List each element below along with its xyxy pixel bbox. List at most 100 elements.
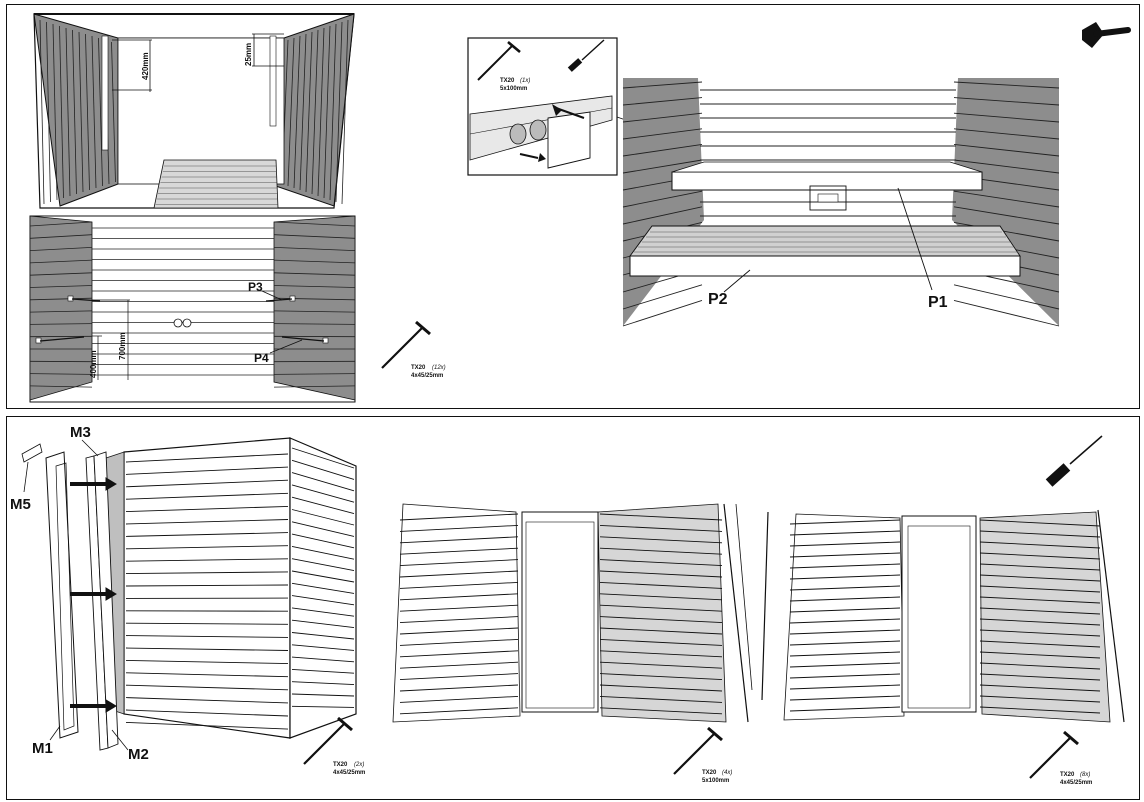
plank-line (125, 659, 289, 665)
plank-line (125, 571, 289, 575)
plank-line (125, 492, 289, 500)
plank-line (599, 604, 723, 612)
plank-line (85, 33, 90, 191)
plank-line (335, 21, 343, 203)
plank-line (125, 584, 289, 587)
plank-line (125, 519, 289, 525)
plank-line (273, 285, 356, 288)
hammer-icon (1082, 22, 1131, 48)
plank-line (291, 607, 355, 617)
plank-line (273, 323, 356, 325)
plank-line (273, 259, 356, 264)
plank-line (291, 545, 355, 560)
plank-line (273, 247, 356, 251)
plank-line (953, 159, 1060, 174)
plank-line (39, 19, 45, 205)
plank-line (599, 661, 723, 669)
plank-line (979, 596, 1101, 604)
plank-line (291, 447, 355, 469)
plank-line (91, 35, 97, 189)
detail-spec-qty: (1x) (520, 78, 530, 84)
plank-line (622, 299, 703, 327)
screw-b-qty: (4x) (722, 770, 732, 776)
plank-line (979, 684, 1101, 692)
plank-line (789, 629, 901, 635)
plank-line (273, 373, 356, 375)
plank-line (29, 221, 93, 227)
plank-line (291, 472, 355, 492)
plank-line (953, 299, 1060, 327)
plank-line (599, 638, 723, 646)
plank-line (622, 284, 703, 310)
plank-line (317, 27, 325, 197)
plank-line (599, 559, 723, 567)
plank-line (953, 190, 1060, 208)
plank-line (622, 112, 703, 123)
dimension-400mm: 400mm (89, 350, 98, 378)
plank-line (72, 29, 77, 195)
plank-line (399, 513, 519, 521)
plank-line (622, 190, 703, 208)
plank-line (599, 684, 723, 692)
plank-line (273, 272, 356, 276)
plank-line (953, 206, 1060, 225)
plank-line (399, 604, 519, 612)
plank-line (622, 159, 703, 174)
plank-line (789, 519, 901, 525)
plank-line (399, 616, 519, 624)
plank-line (291, 509, 355, 526)
plank-line (29, 272, 93, 276)
plank-line (979, 585, 1101, 593)
plank-line (29, 310, 93, 313)
dimension-700mm: 700mm (118, 332, 127, 360)
plank-line (979, 552, 1101, 560)
plank-line (291, 644, 355, 651)
plank-line (979, 706, 1101, 714)
screw-c-qty: (8x) (1080, 772, 1090, 778)
plank-line (399, 547, 519, 555)
plank-line (273, 297, 356, 301)
plank-line (789, 552, 901, 558)
arrow-head (105, 587, 117, 601)
plank-line (599, 695, 723, 703)
plank-line (599, 570, 723, 578)
plank-line (789, 574, 901, 580)
plank-line (125, 709, 289, 717)
plank-line (979, 618, 1101, 626)
plank-line (399, 559, 519, 567)
dimension-420mm: 420mm (141, 52, 150, 80)
plank-line (29, 234, 93, 239)
screw-icon (673, 726, 723, 775)
detail-spec-tool: TX20 (500, 78, 515, 84)
plank-line (111, 41, 116, 183)
plank-line (789, 607, 901, 613)
plank-line (291, 570, 355, 583)
plank-line (399, 638, 519, 646)
plank-line (979, 574, 1101, 582)
plank-line (125, 479, 289, 488)
plank-line (599, 547, 723, 555)
plank-line (29, 373, 93, 375)
plank-line (273, 310, 356, 313)
plank-line (399, 593, 519, 601)
plank-line (273, 234, 356, 239)
plank-line (125, 453, 289, 463)
plank-line (789, 596, 901, 602)
plank-line (291, 459, 355, 480)
plank-line (622, 128, 703, 140)
plank-line (291, 656, 355, 663)
plank-line (78, 31, 84, 193)
plank-line (125, 558, 289, 562)
plank-line (341, 19, 349, 205)
plank-line (622, 206, 703, 225)
plank-line (291, 681, 355, 686)
plank-line (29, 259, 93, 264)
label-p2: P2 (708, 291, 728, 308)
plank-line (399, 661, 519, 669)
plank-line (789, 651, 901, 657)
plank-line (979, 662, 1101, 670)
plank-line (287, 37, 295, 187)
plank-line (789, 684, 901, 690)
plank-line (291, 693, 355, 697)
